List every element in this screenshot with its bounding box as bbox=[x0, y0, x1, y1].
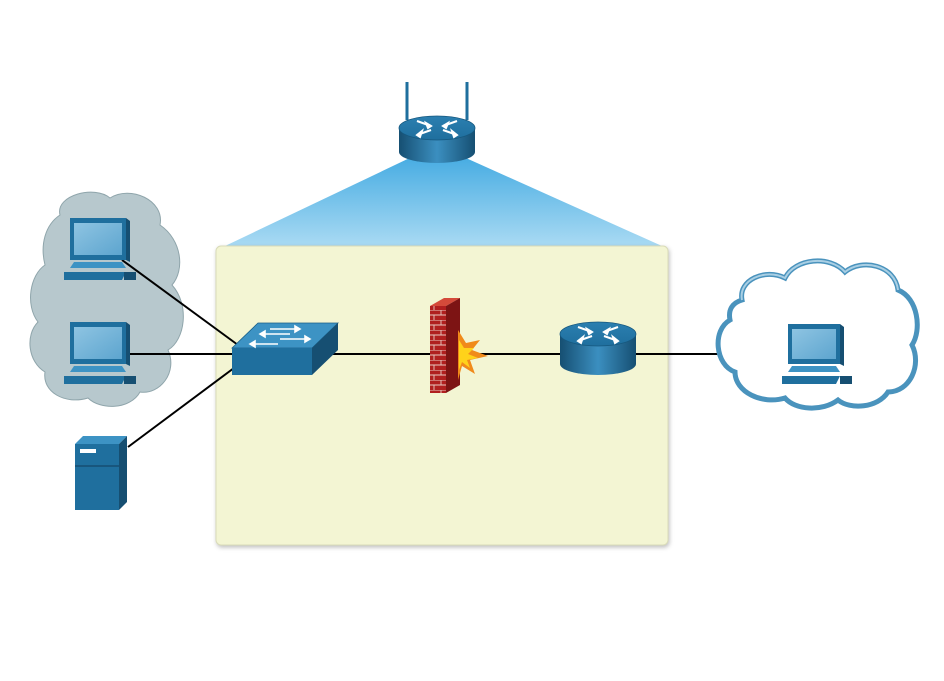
firewall-icon bbox=[430, 298, 488, 393]
router-icon bbox=[559, 321, 637, 375]
wireless-coverage-beam bbox=[225, 145, 662, 246]
external-pc-icon bbox=[782, 324, 852, 384]
link-pc1-switch bbox=[121, 259, 239, 346]
internal-pc-2-icon bbox=[64, 322, 136, 384]
server-icon bbox=[75, 436, 127, 510]
internal-pc-1-icon bbox=[64, 218, 136, 280]
link-server-switch bbox=[127, 364, 239, 448]
internal-network-zone bbox=[215, 245, 669, 546]
links bbox=[121, 259, 795, 448]
switch-icon bbox=[231, 322, 339, 375]
internal-cloud-icon bbox=[29, 191, 184, 407]
wireless-router-icon bbox=[398, 82, 476, 163]
